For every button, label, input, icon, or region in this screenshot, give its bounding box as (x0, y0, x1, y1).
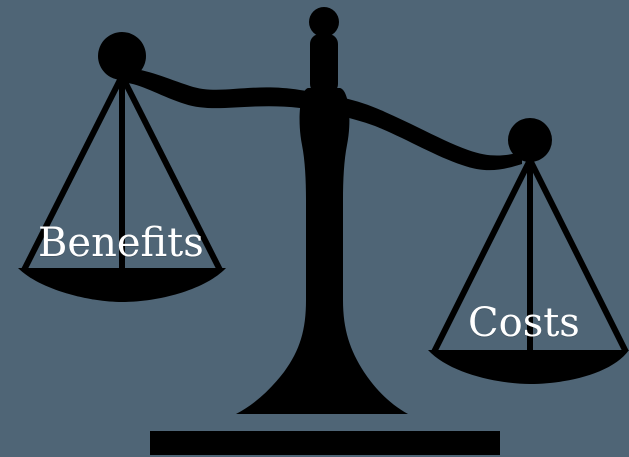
left-pan-string (21, 74, 125, 272)
right-hanger-knob (508, 118, 552, 162)
left-hanger-knob (98, 32, 146, 80)
scale-stand (236, 88, 408, 414)
costs-label: Costs (468, 300, 580, 346)
benefits-label: Benefits (38, 220, 204, 266)
left-pan-string (119, 74, 223, 272)
right-pan (428, 350, 629, 384)
scale-base (150, 431, 500, 455)
scale-beam (122, 68, 522, 171)
scale-finial (309, 7, 339, 37)
scale-head (310, 34, 338, 94)
right-pan-string (527, 158, 629, 354)
right-pan-string (431, 158, 533, 354)
left-pan (18, 268, 226, 302)
